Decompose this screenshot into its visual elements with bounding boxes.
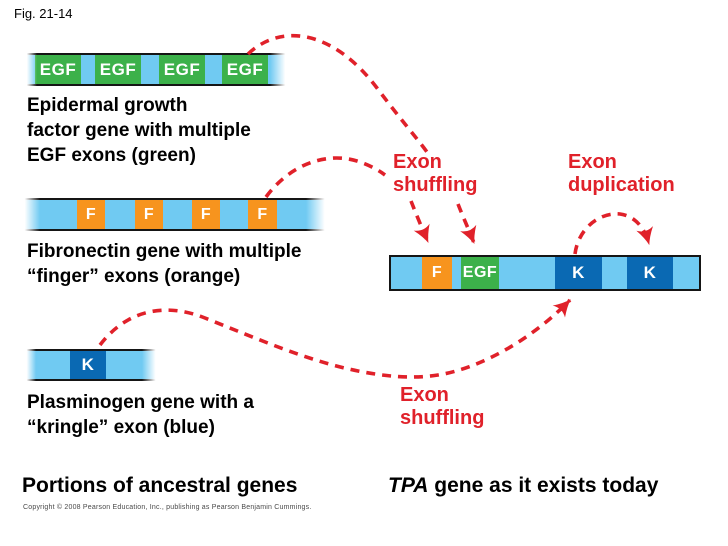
finger-exon: F <box>192 200 220 229</box>
bar-fade <box>306 197 328 232</box>
egf-exon: EGF <box>159 55 205 84</box>
exon-shuffling-label-bottom: Exon shuffling <box>400 384 485 429</box>
fibronectin-gene-bar: F F F F <box>22 197 328 232</box>
tpa-egf-exon: EGF <box>461 257 499 289</box>
tpa-kringle-exon: K <box>555 257 602 289</box>
arrow-finger-shuffling-tip <box>409 200 430 244</box>
tpa-gene-caption-italic: TPA <box>388 474 429 497</box>
ancestral-genes-caption: Portions of ancestral genes <box>22 474 298 497</box>
plasminogen-gene-caption: Plasminogen gene with a “kringle” exon (… <box>27 392 254 438</box>
fibronectin-gene-caption: Fibronectin gene with multiple “finger” … <box>27 241 302 287</box>
finger-exon: F <box>135 200 163 229</box>
egf-exon: EGF <box>222 55 268 84</box>
exon-shuffling-label-top: Exon shuffling <box>393 151 478 196</box>
plasminogen-gene-bar: K <box>25 348 158 382</box>
finger-exon: F <box>248 200 277 229</box>
tpa-finger-exon: F <box>422 257 452 289</box>
egf-exon: EGF <box>35 55 81 84</box>
copyright-notice: Copyright © 2008 Pearson Education, Inc.… <box>23 504 312 511</box>
tpa-gene-caption: TPA gene as it exists today <box>388 474 658 498</box>
tpa-gene-bar: F EGF K K <box>389 255 701 291</box>
arrow-kringle-shuffling <box>98 298 572 379</box>
bar-fade <box>142 348 158 382</box>
arrow-exon-duplication <box>573 212 653 255</box>
bar-fade <box>22 197 40 232</box>
kringle-exon: K <box>70 351 106 379</box>
egf-exon: EGF <box>95 55 141 84</box>
tpa-gene-caption-rest: gene as it exists today <box>428 474 659 497</box>
bar-fade <box>25 348 36 382</box>
bar-fade <box>270 52 288 87</box>
exon-duplication-label: Exon duplication <box>568 151 675 196</box>
egf-gene-caption: Epidermal growth factor gene with multip… <box>27 95 251 166</box>
arrow-finger-shuffling-curve <box>264 156 387 199</box>
tpa-kringle-exon: K <box>627 257 673 289</box>
arrow-egf-shuffling-tip <box>456 203 477 245</box>
egf-gene-bar: EGF EGF EGF EGF <box>25 52 288 87</box>
finger-exon: F <box>77 200 105 229</box>
figure-label: Fig. 21-14 <box>14 6 73 21</box>
